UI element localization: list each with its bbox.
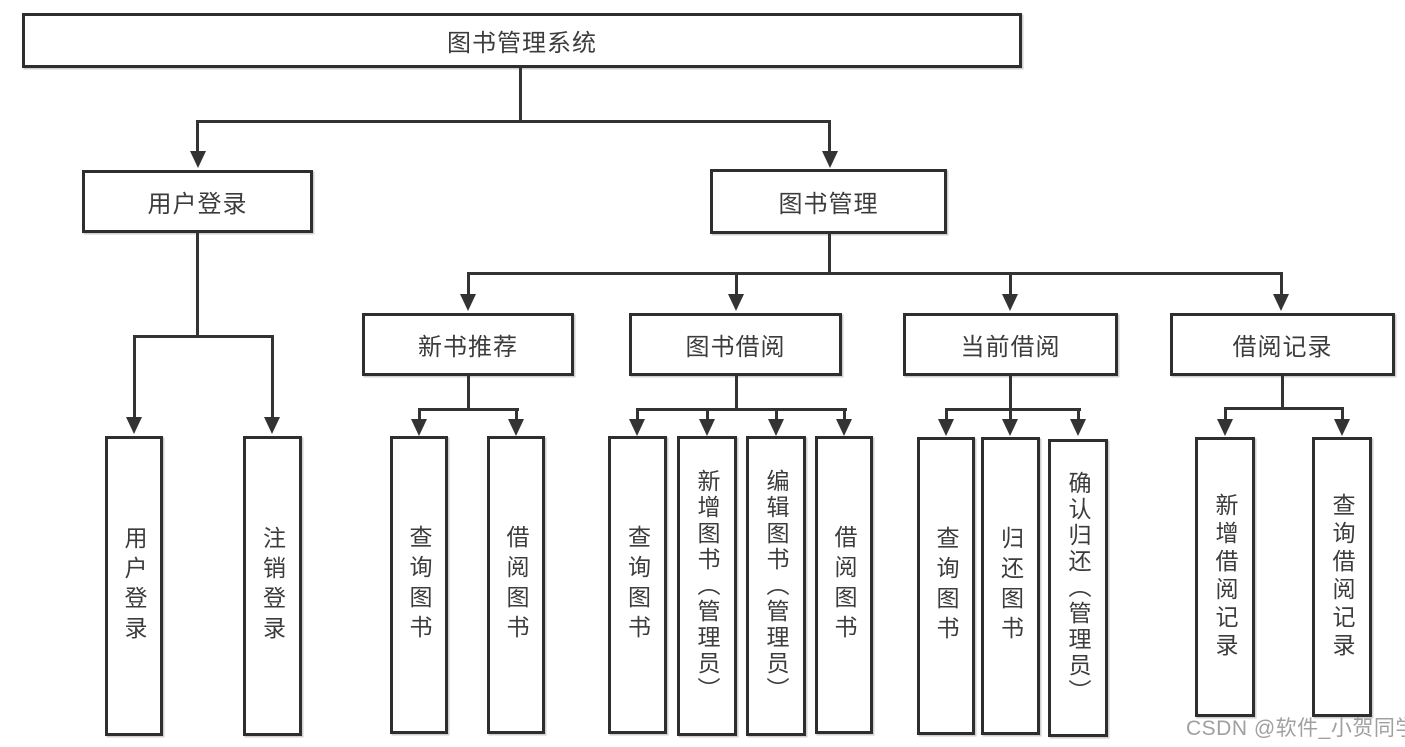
node-book-management-label: 图书管理 (778, 191, 879, 218)
node-leaf-current-query-books-label: 查询图书 (933, 526, 959, 646)
node-current-borrow-label: 当前借阅 (960, 334, 1061, 361)
node-leaf-records-query-record-label: 查询借阅记录 (1329, 493, 1355, 661)
node-leaf-borrow-borrow-books-label: 借阅图书 (831, 525, 857, 645)
connector-line (271, 335, 274, 417)
node-leaf-logout-label: 注销登录 (259, 526, 286, 646)
node-borrow-records-label: 借阅记录 (1232, 334, 1333, 361)
connector-line (1281, 376, 1284, 407)
node-leaf-borrow-edit-books-admin-label: 编辑图书（管理员） (763, 469, 789, 703)
connector-line (945, 408, 1081, 411)
node-user-login-label: 用户登录 (147, 191, 248, 218)
arrow-down-icon (411, 419, 427, 436)
connector-line (636, 408, 847, 411)
connector-line (1224, 407, 1344, 410)
connector-line (196, 233, 199, 335)
connector-line (418, 408, 519, 411)
node-user-login: 用户登录 (82, 170, 313, 233)
node-leaf-borrow-query-books: 查询图书 (608, 436, 667, 734)
arrow-down-icon (460, 294, 476, 311)
node-root-label: 图书管理系统 (447, 30, 597, 57)
node-leaf-recommend-borrow-books-label: 借阅图书 (503, 525, 529, 645)
node-book-management: 图书管理 (710, 169, 947, 234)
node-leaf-borrow-add-books-admin-label: 新增图书（管理员） (694, 469, 720, 703)
connector-line (133, 335, 136, 417)
arrow-down-icon (768, 419, 784, 436)
node-book-borrow: 图书借阅 (629, 313, 842, 376)
node-leaf-recommend-query-books-label: 查询图书 (406, 525, 432, 645)
arrow-down-icon (1070, 419, 1086, 436)
node-leaf-current-return-books-label: 归还图书 (997, 526, 1024, 646)
node-leaf-current-query-books: 查询图书 (917, 437, 975, 735)
node-leaf-user-login: 用户登录 (105, 436, 163, 736)
arrow-down-icon (190, 151, 206, 168)
connector-line (515, 408, 518, 420)
connector-line (828, 120, 831, 151)
arrow-down-icon (1273, 294, 1289, 311)
connector-line (636, 408, 639, 420)
arrow-down-icon (1217, 419, 1233, 436)
csdn-watermark: CSDN @软件_小贺同学 (1186, 717, 1405, 740)
connector-line (133, 335, 274, 338)
node-leaf-recommend-query-books: 查询图书 (390, 436, 448, 734)
node-new-book-recommend: 新书推荐 (362, 313, 574, 376)
node-leaf-current-confirm-return-admin-label: 确认归还（管理员） (1065, 471, 1091, 705)
connector-line (843, 408, 846, 420)
connector-line (828, 234, 831, 272)
node-leaf-current-confirm-return-admin: 确认归还（管理员） (1048, 439, 1108, 737)
node-leaf-recommend-borrow-books: 借阅图书 (487, 436, 545, 734)
arrow-down-icon (126, 417, 142, 434)
arrow-down-icon (508, 419, 524, 436)
node-leaf-logout: 注销登录 (243, 436, 302, 736)
connector-line (467, 272, 1283, 275)
arrow-down-icon (264, 417, 280, 434)
connector-line (467, 272, 470, 294)
connector-line (1009, 408, 1012, 420)
connector-line (735, 272, 738, 294)
arrow-down-icon (629, 419, 645, 436)
connector-line (196, 120, 199, 151)
arrow-down-icon (822, 151, 838, 168)
node-root: 图书管理系统 (22, 13, 1022, 68)
connector-line (1224, 407, 1227, 420)
connector-line (1077, 408, 1080, 420)
connector-line (706, 408, 709, 420)
node-leaf-user-login-label: 用户登录 (121, 526, 147, 646)
node-leaf-borrow-query-books-label: 查询图书 (624, 525, 651, 645)
connector-line (418, 408, 421, 420)
node-leaf-records-add-record: 新增借阅记录 (1195, 437, 1255, 717)
arrow-down-icon (728, 294, 744, 311)
node-leaf-borrow-edit-books-admin: 编辑图书（管理员） (746, 436, 806, 736)
connector-line (196, 120, 831, 123)
arrow-down-icon (836, 419, 852, 436)
arrow-down-icon (1334, 419, 1350, 436)
connector-line (735, 376, 738, 408)
connector-line (1341, 407, 1344, 420)
connector-line (775, 408, 778, 420)
node-leaf-records-add-record-label: 新增借阅记录 (1212, 493, 1238, 661)
connector-line (945, 408, 948, 420)
node-borrow-records: 借阅记录 (1170, 313, 1395, 376)
node-leaf-records-query-record: 查询借阅记录 (1312, 437, 1372, 717)
connector-line (1009, 272, 1012, 294)
arrow-down-icon (1002, 294, 1018, 311)
arrow-down-icon (1002, 419, 1018, 436)
node-new-book-recommend-label: 新书推荐 (418, 334, 518, 361)
node-book-borrow-label: 图书借阅 (685, 334, 786, 361)
connector-line (1280, 272, 1283, 294)
connector-line (467, 376, 470, 408)
node-leaf-borrow-borrow-books: 借阅图书 (815, 436, 873, 734)
node-leaf-borrow-add-books-admin: 新增图书（管理员） (677, 436, 737, 736)
node-leaf-current-return-books: 归还图书 (981, 437, 1040, 735)
connector-line (1009, 376, 1012, 408)
arrow-down-icon (699, 419, 715, 436)
node-current-borrow: 当前借阅 (903, 313, 1118, 376)
connector-line (519, 68, 522, 120)
arrow-down-icon (938, 419, 954, 436)
